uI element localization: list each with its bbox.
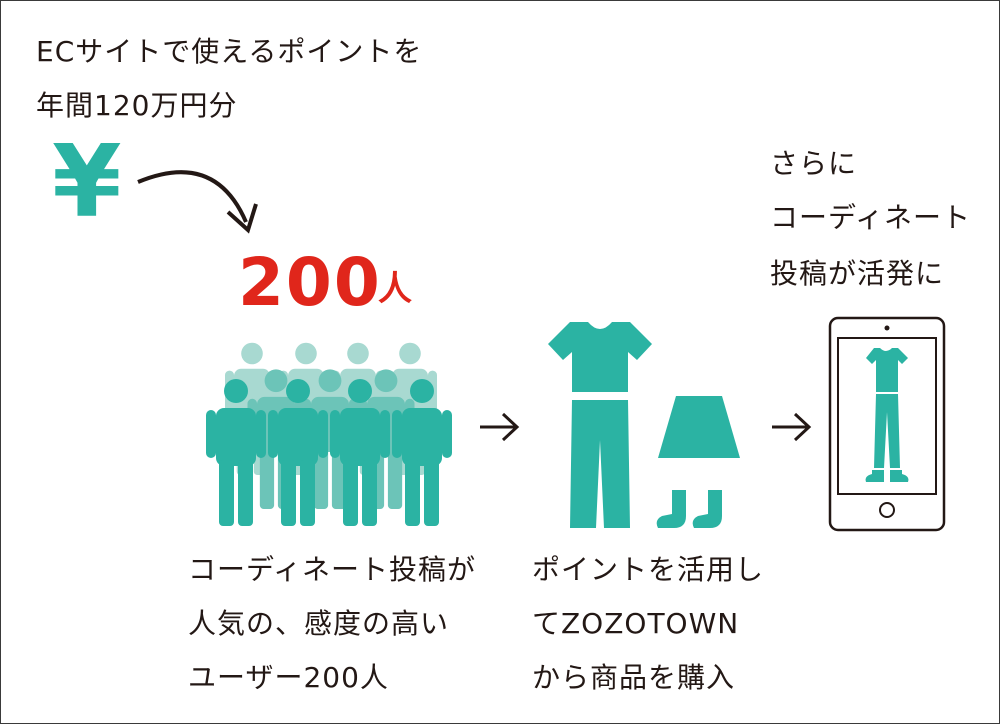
caption-purchase-line-3: から商品を購入 bbox=[532, 661, 736, 694]
skirt-icon bbox=[658, 396, 740, 458]
caption-users-line-1: コーディネート投稿が bbox=[188, 553, 477, 586]
boots-icon bbox=[656, 490, 722, 528]
intro-line-1: ECサイトで使えるポイントを bbox=[36, 35, 423, 68]
pants-icon bbox=[570, 400, 630, 528]
intro-line-2: 年間120万円分 bbox=[36, 89, 238, 122]
yen-icon: ¥ bbox=[52, 123, 122, 240]
caption-purchase-line-1: ポイントを活用し bbox=[532, 553, 765, 586]
user-count-unit: 人 bbox=[378, 269, 412, 309]
caption-purchase-line-2: てZOZOTOWN bbox=[532, 607, 740, 640]
caption-result-line-3: 投稿が活発に bbox=[770, 257, 945, 290]
user-count: 200 bbox=[238, 244, 382, 321]
phone-outfit-icon bbox=[865, 348, 909, 482]
caption-users-line-2: 人気の、感度の高い bbox=[188, 607, 450, 640]
caption-result-line-1: さらに bbox=[770, 147, 858, 180]
caption-users-line-3: ユーザー200人 bbox=[188, 661, 389, 694]
tshirt-icon bbox=[548, 322, 652, 392]
caption-result-line-2: コーディネート bbox=[770, 201, 972, 234]
